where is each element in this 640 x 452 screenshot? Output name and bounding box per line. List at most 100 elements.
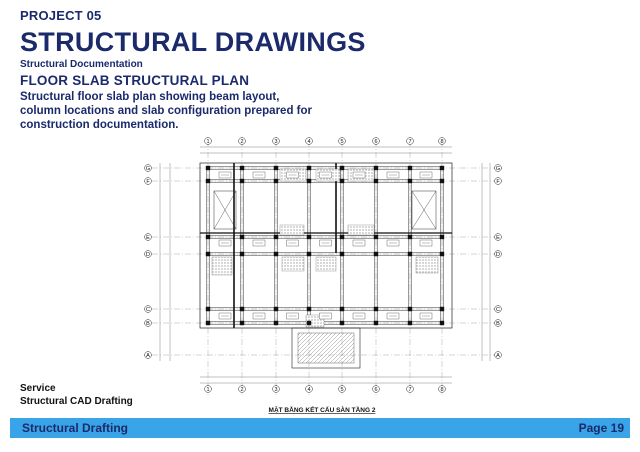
opening-cross	[213, 190, 237, 230]
column	[373, 320, 379, 326]
grid-bubble-label: 8	[440, 387, 443, 393]
column	[306, 165, 312, 171]
grid-bubble-label: 5	[340, 139, 343, 145]
stair-slab	[297, 332, 355, 364]
grid-bubble	[372, 385, 380, 393]
column	[273, 178, 279, 184]
column	[306, 320, 312, 326]
column	[407, 234, 413, 240]
column	[239, 320, 245, 326]
grid-bubble	[494, 305, 502, 313]
opening-cross	[411, 190, 437, 230]
grid-bubble	[438, 137, 446, 145]
service-label: Service	[20, 383, 56, 394]
column	[439, 165, 445, 171]
column	[273, 320, 279, 326]
column	[205, 178, 211, 184]
grid-bubble-label: 5	[340, 387, 343, 393]
grid-bubble-label: 4	[307, 387, 310, 393]
grid-bubble	[204, 137, 212, 145]
column	[373, 306, 379, 312]
grid-bubble	[144, 164, 152, 172]
column	[339, 234, 345, 240]
grid-bubble	[494, 351, 502, 359]
grid-bubble-label: 8	[440, 139, 443, 145]
footer-bar: Structural Drafting Page 19	[10, 418, 630, 438]
grid-bubble	[144, 351, 152, 359]
grid-bubble-label: 7	[408, 139, 411, 145]
column	[339, 165, 345, 171]
plan-title: FLOOR SLAB STRUCTURAL PLAN	[20, 73, 250, 88]
grid-bubble-label: G	[496, 166, 500, 172]
hatched-slab	[281, 256, 305, 272]
column	[407, 251, 413, 257]
opening	[411, 190, 437, 230]
grid-bubble-label: B	[146, 321, 150, 327]
page-subtitle: Structural Documentation	[20, 59, 143, 70]
hatched-slab	[347, 224, 375, 236]
grid-bubble-label: E	[146, 235, 150, 241]
column	[239, 306, 245, 312]
grid-bubble-label: 4	[307, 139, 310, 145]
column	[339, 306, 345, 312]
column	[205, 165, 211, 171]
grid-bubble-label: 2	[240, 387, 243, 393]
column	[339, 178, 345, 184]
grid-bubble	[406, 137, 414, 145]
column	[273, 306, 279, 312]
column	[373, 165, 379, 171]
grid-bubble	[438, 385, 446, 393]
hatched-slab	[279, 224, 305, 236]
grid-bubble-label: A	[496, 353, 500, 359]
grid-bubble	[144, 177, 152, 185]
hatched-slab	[315, 256, 337, 272]
column	[407, 165, 413, 171]
column	[306, 234, 312, 240]
page-title: STRUCTURAL DRAWINGS	[20, 27, 366, 57]
grid-bubble	[494, 177, 502, 185]
column	[373, 178, 379, 184]
grid-bubble	[204, 385, 212, 393]
grid-bubble	[305, 137, 313, 145]
grid-bubble	[494, 250, 502, 258]
column	[373, 251, 379, 257]
grid-bubble-label: A	[146, 353, 150, 359]
column	[205, 306, 211, 312]
grid-bubble	[238, 137, 246, 145]
column	[306, 251, 312, 257]
opening	[213, 190, 237, 230]
slab-hatches	[211, 168, 439, 328]
column	[439, 306, 445, 312]
column	[407, 178, 413, 184]
grid-bubble-label: 1	[206, 139, 209, 145]
column	[273, 165, 279, 171]
grid-bubble	[144, 233, 152, 241]
grid-bubble-label: D	[496, 252, 500, 258]
grid-bubble	[494, 233, 502, 241]
grid-bubble	[338, 385, 346, 393]
column	[273, 234, 279, 240]
grid-bubble-label: F	[146, 179, 150, 185]
column	[205, 251, 211, 257]
plan-description: Structural floor slab plan showing beam …	[20, 91, 313, 131]
column	[239, 178, 245, 184]
column	[439, 178, 445, 184]
columns	[205, 165, 445, 326]
grid-bubble-label: E	[496, 235, 500, 241]
grid-bubble	[238, 385, 246, 393]
hatched-slab	[415, 256, 439, 274]
grid-bubble	[372, 137, 380, 145]
grid-bubble-label: F	[496, 179, 500, 185]
grid-bubble	[272, 385, 280, 393]
column	[373, 234, 379, 240]
column	[306, 306, 312, 312]
grid-bubble-label: 1	[206, 387, 209, 393]
column	[205, 320, 211, 326]
stair-outline	[291, 327, 361, 369]
grid-bubble	[494, 319, 502, 327]
project-label: PROJECT 05	[20, 8, 102, 23]
grid-bubble	[144, 305, 152, 313]
